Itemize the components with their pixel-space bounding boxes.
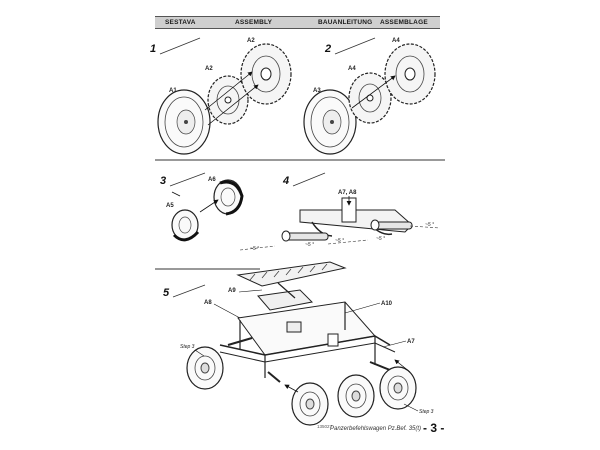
step5-wheel-bottom-1 <box>291 382 329 426</box>
angle-label-2: ~5 ° <box>305 242 314 248</box>
part-label-a7: A7 <box>407 339 415 345</box>
step5-number: 5 <box>163 287 170 299</box>
step2-number: 2 <box>324 43 331 55</box>
step1-sprocket-a <box>207 75 249 125</box>
step4-suspension-frame <box>281 197 413 242</box>
header-label-fr: ASSEMBLAGE <box>380 19 428 26</box>
step3-wheel-small <box>171 209 200 242</box>
step5-track-guard <box>236 261 347 287</box>
step5-wheel-bottom-2 <box>337 374 375 418</box>
step5-hull-frame <box>219 282 396 383</box>
part-label-a7-a8: A7, A8 <box>338 190 357 196</box>
note-step3-left: Step 3 <box>180 344 195 350</box>
section-header-bar: SESTAVA ASSEMBLY BAUANLEITUNG ASSEMBLAGE <box>155 16 440 29</box>
step2-marker: 2 <box>324 37 376 55</box>
step1-marker: 1 <box>150 37 201 55</box>
step3-marker: 3 <box>160 172 206 187</box>
step1-road-wheel <box>157 89 211 155</box>
footer-kit-code: 135027 <box>317 424 333 429</box>
step2-road-wheel <box>303 89 357 155</box>
part-label-a1: A1 <box>169 88 177 94</box>
part-label-a10: A10 <box>381 301 393 307</box>
part-label-a4-back: A4 <box>392 38 400 44</box>
part-label-a9: A9 <box>228 288 236 294</box>
step3-number: 3 <box>160 175 166 187</box>
step2-sprocket-a <box>348 72 392 124</box>
angle-label-4: ~5 ° <box>376 236 385 242</box>
step2-sprocket-b <box>384 43 436 105</box>
note-step3-right: Step 3 <box>419 409 434 415</box>
angle-label-3: ~5 ° <box>335 238 344 244</box>
page-number: - 3 - <box>423 421 445 435</box>
step5-wheel-bottom-3 <box>379 366 417 410</box>
header-label-cz: SESTAVA <box>165 19 196 26</box>
step5-wheel-left <box>186 346 224 390</box>
header-label-en: ASSEMBLY <box>235 19 273 26</box>
part-label-a4-front: A4 <box>348 66 356 72</box>
part-label-a8: A8 <box>204 300 212 306</box>
step4-marker: 4 <box>282 172 326 187</box>
step1-sprocket-b <box>240 43 292 105</box>
part-label-a3: A3 <box>313 88 321 94</box>
header-label-de: BAUANLEITUNG <box>318 19 373 26</box>
angle-label-5: ~5 ° <box>425 222 434 228</box>
part-label-a5: A5 <box>166 203 174 209</box>
part-label-a2-front: A2 <box>205 66 213 72</box>
step5-marker: 5 <box>163 284 206 299</box>
step1-number: 1 <box>150 43 156 55</box>
part-label-a6: A6 <box>208 177 216 183</box>
step4-number: 4 <box>282 175 289 187</box>
step3-wheel-large <box>213 179 244 216</box>
part-label-a2-back: A2 <box>247 38 255 44</box>
footer-title: Panzerbefehlswagen Pz.Bef. 35(t) <box>330 426 422 432</box>
angle-label-1: ~5 ° <box>250 246 259 252</box>
